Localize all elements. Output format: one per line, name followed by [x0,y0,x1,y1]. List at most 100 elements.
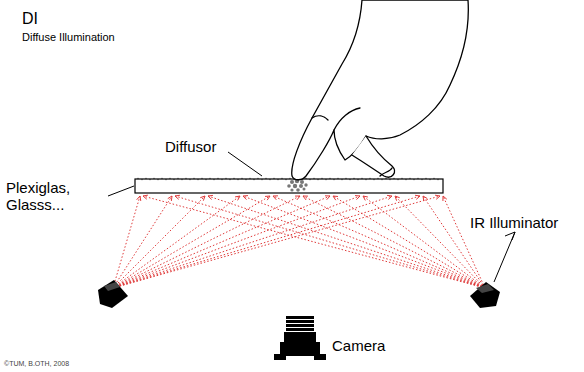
ir-ray-head [168,196,172,201]
ir-ray-head [143,195,148,199]
ir-ray [113,196,440,288]
ir-ray-head [435,195,440,199]
diffusor-grain [313,178,315,180]
ir-ray [113,196,360,288]
diffusor-grain [273,178,275,180]
ir-ray [113,196,420,288]
ir-ray [395,196,485,288]
diffusor-grain [253,179,255,181]
diffusor-grain [141,179,143,181]
diffusor-grain [405,179,407,181]
ir-ray-head [235,196,240,200]
ir-ray-head [273,196,278,200]
diffusor-grain [317,179,319,181]
diffusor-grain [217,178,219,180]
diffusor-grain [249,178,251,180]
diffusor-grain [373,179,375,181]
diffusor-grain [285,179,287,181]
diffusor-grain [365,179,367,181]
diffusor-layer [137,178,439,181]
diffusor-grain [213,179,215,181]
diffusor-grain [381,179,383,181]
ir-ray-head [243,196,248,200]
diffusor-grain [385,178,387,180]
diffusor-grain [177,178,179,180]
ir-ray-head [137,196,141,201]
subtitle: Diffuse Illumination [22,31,115,43]
ir-ray [113,196,270,288]
diffusor-grain [397,179,399,181]
diffusor-grain [225,178,227,180]
diffusor-grain [197,179,199,181]
diffusor-grain [305,178,307,180]
part-label: Camera [332,338,385,355]
diffusor-grain [329,178,331,180]
diffusor-grain [377,178,379,180]
diffusor-grain [149,179,151,181]
ir-ray [363,196,485,288]
leader-lines [108,152,515,282]
diffusor-grain [241,178,243,180]
diffusor-grain [345,178,347,180]
ir-ray [113,196,140,288]
diffusor-grain [433,178,435,180]
touch-blob [287,179,307,192]
diffusor-grain [421,179,423,181]
diffusor-grain [181,179,183,181]
ir-ray [113,196,300,288]
diffusor-grain [393,178,395,180]
ir-ray-head [333,196,338,200]
diffusor-grain [389,179,391,181]
ir-ray-head [295,196,300,200]
part-label: IR Illuminator [470,215,558,232]
diffusor-grain [325,179,327,181]
part-label: Diffusor [165,139,216,156]
diffusor-grain [429,179,431,181]
diffusor-grain [409,178,411,180]
diffusor-grain [281,178,283,180]
diffusor-grain [165,179,167,181]
ir-ray [113,196,392,288]
ir-ray-head [208,195,213,199]
ir-ray-head [355,196,360,200]
diffusor-grain [369,178,371,180]
diffusor-grain [229,179,231,181]
diffusor-grain [357,179,359,181]
diffusor-grain [173,179,175,181]
ir-ray-head [265,196,270,200]
diffusor-grain [145,178,147,180]
diffusor-grain [201,178,203,180]
diffusor-grain [321,178,323,180]
ir-ray-head [175,195,180,199]
ir-ray-head [303,196,308,200]
ir-ray [423,196,485,288]
ir-ray [243,196,485,288]
diffusor-grain [237,179,239,181]
ir-ray [273,196,485,288]
diffusor-grain [193,178,195,180]
diffusor-grain [153,178,155,180]
diffusor-grain [425,178,427,180]
diffusor-grain [353,178,355,180]
ir-ray-head [363,196,368,200]
ir-ray [143,196,485,288]
diffusor-grain [269,179,271,181]
diffusor-grain [185,178,187,180]
diffusor-grain [157,179,159,181]
diffusor-grain [261,179,263,181]
diffusor-grain [233,178,235,180]
diffusor-grain [333,179,335,181]
camera-symbol [274,316,326,360]
diffusor-grain [205,179,207,181]
diffusor-grain [245,179,247,181]
hand-drawing [292,0,469,180]
diffusor-grain [349,179,351,181]
ir-ray-head [395,196,400,201]
diffusor-grain [277,179,279,181]
ir-ray [333,196,485,288]
ir-ray-head [200,196,205,201]
diffusor-grain [309,179,311,181]
part-label: Plexiglas, Glasss... [6,180,106,213]
